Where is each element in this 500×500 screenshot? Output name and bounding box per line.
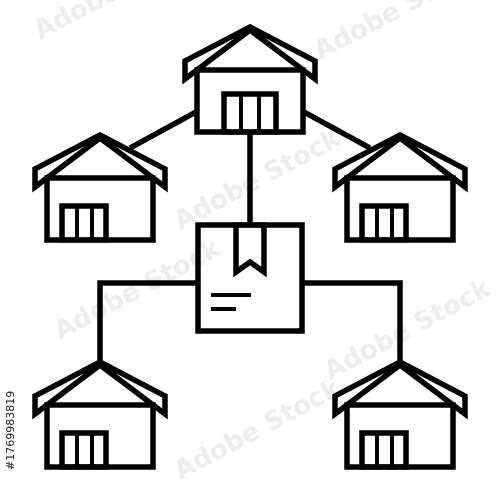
warehouse-icon <box>32 358 168 470</box>
warehouse-icon <box>182 23 318 135</box>
svg-text:Adobe Stock: Adobe Stock <box>309 0 486 66</box>
connector-top-left <box>128 109 198 151</box>
connector-lines <box>97 109 403 362</box>
package-box-icon <box>195 222 305 334</box>
warehouse-icon <box>32 131 168 243</box>
warehouse-icon <box>332 358 468 470</box>
connector-top-right <box>302 109 372 151</box>
warehouse-icon <box>332 131 468 243</box>
svg-text:Adobe Stock: Adobe Stock <box>29 0 206 46</box>
connector-bottom-left <box>97 280 196 362</box>
svg-text:Adobe Stock: Adobe Stock <box>169 373 346 486</box>
warehouses <box>32 23 468 470</box>
stock-image-id: #1769983819 <box>4 391 17 470</box>
connector-bottom-right <box>304 280 403 362</box>
svg-text:Adobe Stock: Adobe Stock <box>169 123 346 236</box>
